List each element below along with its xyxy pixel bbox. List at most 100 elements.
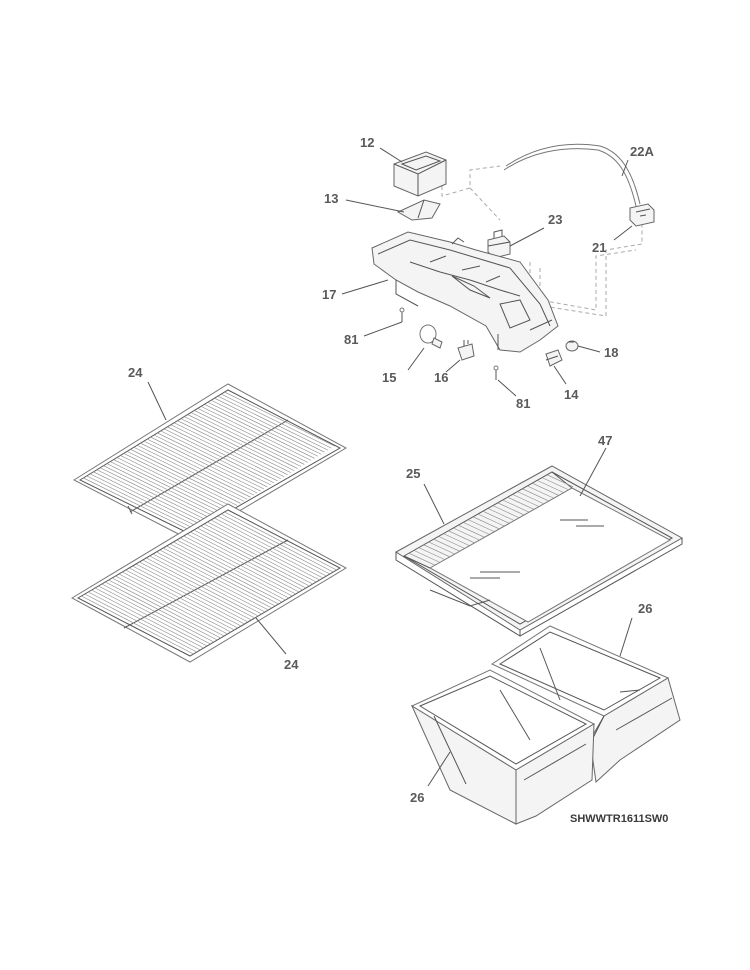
callout-26-right: 26 — [638, 601, 652, 616]
shelf-wire — [468, 519, 495, 532]
drawing-code: SHWWTR1611SW0 — [570, 813, 668, 825]
shelf-wire — [149, 555, 262, 615]
shelf-wire — [433, 538, 460, 552]
shelf-wire — [522, 488, 549, 502]
shelf-wire — [190, 531, 303, 591]
shelf-wire — [487, 508, 514, 521]
shelf-wire — [96, 469, 207, 525]
shelf-wire — [190, 412, 302, 467]
shelf-wire — [101, 583, 215, 643]
shelf-wire — [93, 471, 204, 527]
callout-25: 25 — [406, 466, 420, 481]
shelf-wire — [116, 457, 228, 512]
shelf-wire — [118, 573, 232, 633]
shelf-wire — [106, 463, 218, 518]
shelf-wire — [103, 465, 214, 520]
shelf-wire — [507, 496, 534, 510]
shelf-wire — [183, 535, 296, 595]
shelf-wire — [105, 581, 218, 641]
shelf-wire — [153, 434, 265, 490]
connector-21 — [629, 203, 655, 227]
callout-18: 18 — [604, 345, 618, 360]
shelf-wire — [167, 426, 278, 482]
shelf-wire — [173, 541, 286, 601]
shelf-wire — [443, 533, 470, 546]
shelf-wire — [210, 519, 324, 579]
bulb-15 — [419, 324, 443, 349]
glass-shelf-25 — [395, 465, 684, 637]
shelf-wire — [159, 549, 272, 609]
callout-47: 47 — [598, 433, 612, 448]
shelf-wire — [546, 474, 574, 488]
shelf-wire — [130, 449, 241, 504]
shelf-wire — [137, 444, 248, 500]
callout-15: 15 — [382, 370, 396, 385]
shelf-wire — [472, 516, 500, 530]
part-18 — [565, 340, 579, 352]
shelf-wire — [84, 593, 197, 653]
shelf-wire — [81, 595, 194, 655]
shelf-wire — [125, 569, 238, 629]
callout-labels: 12 22A 13 23 21 17 81 18 15 16 14 81 24 … — [128, 135, 668, 825]
shelf-wire — [152, 553, 266, 613]
shelf-wire — [438, 536, 465, 549]
switch-14 — [545, 349, 563, 367]
shelf-wire — [111, 577, 225, 637]
shelf-wire — [139, 561, 252, 621]
shelf-wire — [477, 513, 505, 527]
shelf-wire — [176, 539, 290, 599]
shelf-wire — [184, 416, 295, 471]
shelf-wire — [186, 533, 300, 593]
shelf-wire — [193, 529, 307, 589]
crisper-26-left — [410, 669, 596, 825]
shelf-wire — [98, 585, 211, 645]
callout-17: 17 — [322, 287, 336, 302]
shelf-wire — [200, 406, 312, 461]
shelf-wire — [140, 442, 251, 498]
shelf-wire — [214, 397, 325, 453]
callout-26-left: 26 — [410, 790, 424, 805]
callout-23: 23 — [548, 212, 562, 227]
shelf-wire — [163, 428, 275, 484]
shelf-wire — [448, 530, 475, 544]
shelf-wire — [207, 521, 320, 581]
shelf-wire — [110, 461, 221, 516]
shelf-wire — [128, 567, 242, 627]
shelf-wire — [120, 455, 231, 510]
shelf-wire — [413, 550, 440, 563]
shelf-wire — [166, 545, 279, 605]
shelf-wire — [88, 591, 201, 651]
callout-21: 21 — [592, 240, 606, 255]
part-13 — [396, 199, 441, 221]
callout-24-upper: 24 — [128, 365, 143, 380]
shelf-wire — [86, 475, 197, 531]
shelf-wire — [170, 424, 281, 480]
shelf-wire — [147, 438, 258, 494]
housing-17 — [371, 231, 559, 353]
leader-lines-upper — [341, 147, 633, 397]
shelf-wire — [200, 525, 313, 585]
shelf-wire — [217, 515, 330, 575]
shelf-wire — [180, 537, 293, 597]
screw-81-left — [399, 307, 405, 322]
shelf-wire — [224, 391, 335, 447]
shelf-wire — [169, 543, 283, 603]
callout-24-lower: 24 — [284, 657, 299, 672]
shelf-wire — [482, 510, 510, 524]
shelf-wire — [512, 494, 539, 507]
shelf-wire — [463, 522, 490, 535]
shelf-wire — [211, 399, 322, 455]
shelf-wire — [203, 523, 317, 583]
shelf-wire — [221, 513, 334, 573]
shelf-wire — [91, 589, 204, 649]
callout-16: 16 — [434, 370, 448, 385]
shelf-wire — [160, 430, 271, 486]
shelf-wire — [214, 517, 327, 577]
shelf-wire — [428, 541, 455, 555]
shelf-wire — [157, 432, 268, 488]
shelf-wire — [207, 402, 318, 457]
shelf-wire — [83, 477, 194, 533]
callout-14: 14 — [564, 387, 579, 402]
part-12 — [393, 151, 447, 197]
shelf-wire — [408, 552, 436, 566]
